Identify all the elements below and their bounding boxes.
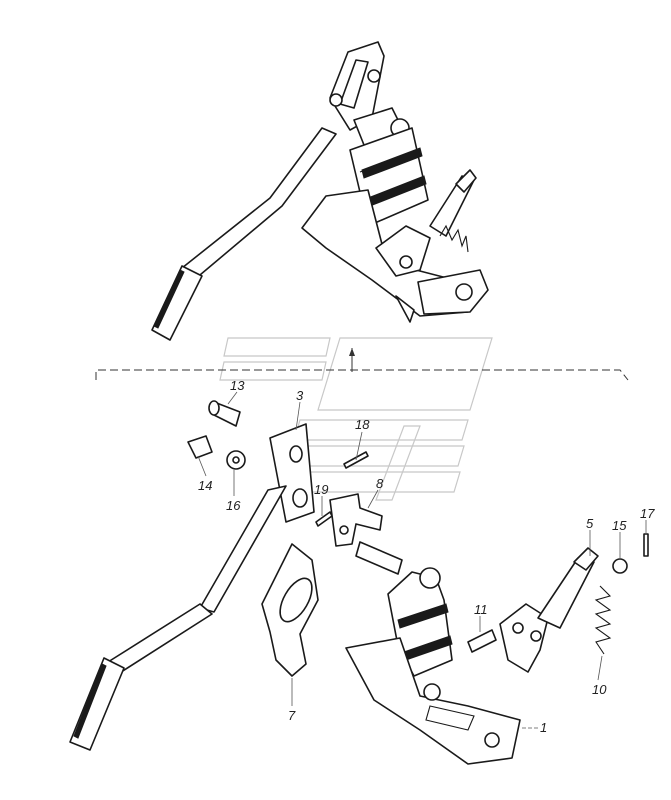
callout-11: 11: [474, 602, 488, 617]
callout-1: 1: [540, 720, 547, 735]
lever-arm: [269, 423, 315, 523]
callout-14: 14: [198, 478, 212, 493]
callout-7: 7: [288, 708, 296, 723]
callout-18: 18: [355, 417, 370, 432]
callout-13: 13: [230, 378, 245, 393]
callout-10: 10: [592, 682, 607, 697]
callout-5: 5: [586, 516, 594, 531]
callout-16: 16: [226, 498, 241, 513]
callout-labels: 13 3 18 14 19 8 16 17 5 15 11 10 7 1: [198, 378, 655, 735]
callout-15: 15: [612, 518, 627, 533]
callout-17: 17: [640, 506, 655, 521]
callout-8: 8: [376, 476, 384, 491]
assembly-bracket: [95, 348, 629, 381]
callout-3: 3: [296, 388, 304, 403]
leader-lines: [197, 391, 647, 729]
assembled-view: [151, 41, 489, 341]
callout-19: 19: [314, 482, 328, 497]
watermark: [219, 337, 493, 501]
exploded-view: [69, 400, 649, 765]
